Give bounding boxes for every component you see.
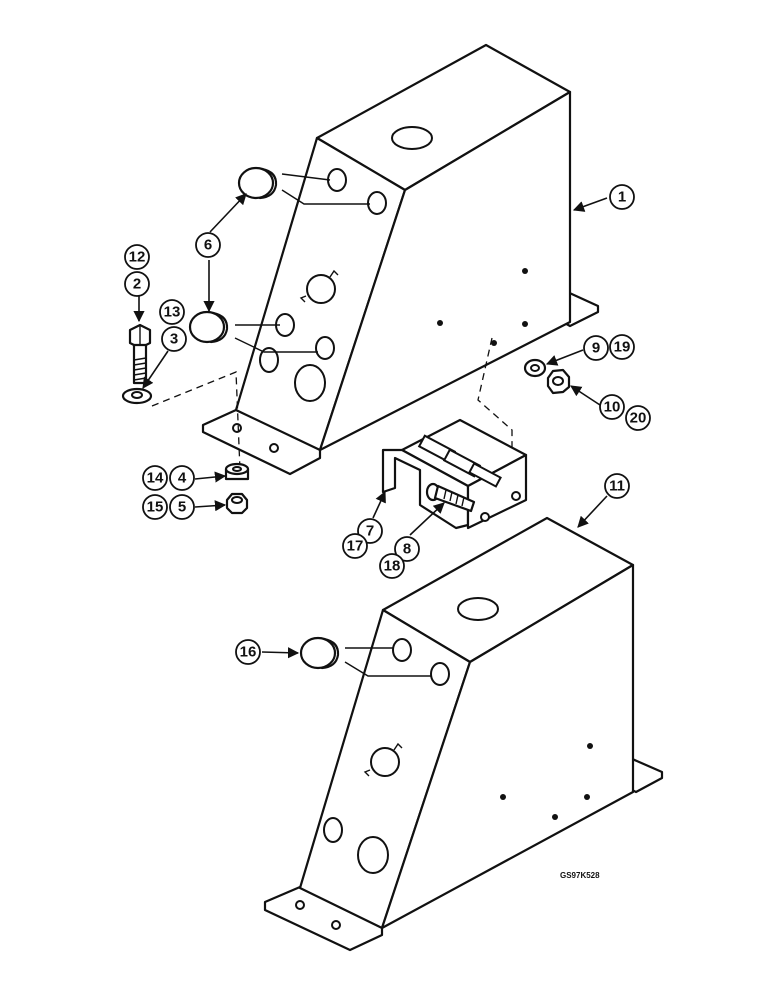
callout-17: 17	[342, 533, 368, 559]
callout-8: 8	[394, 536, 420, 562]
lower-housing-hole	[430, 662, 450, 686]
callout-14: 14	[142, 465, 168, 491]
upper-housing-mount-hole	[491, 340, 497, 346]
upper-housing-foot-hole	[269, 443, 279, 453]
leader-11	[577, 495, 608, 528]
svg-text:2: 2	[133, 276, 141, 293]
svg-text:13: 13	[164, 304, 181, 321]
upper-housing-hole	[259, 347, 279, 373]
washer	[121, 387, 153, 405]
callout-1: 1	[609, 184, 635, 210]
upper-housing-mount-hole	[522, 268, 528, 274]
lower-housing-foot-hole	[331, 920, 341, 930]
svg-text:1: 1	[618, 189, 626, 206]
upper-housing-side-face	[318, 90, 572, 452]
spacer	[224, 462, 250, 481]
callout-6: 6	[195, 232, 221, 258]
lower-housing	[263, 516, 664, 952]
callout-19: 19	[609, 334, 635, 360]
leader-6a	[209, 193, 247, 233]
leader-16	[261, 647, 300, 659]
leader-7	[372, 490, 386, 519]
bolt	[128, 323, 152, 385]
callout-16: 16	[235, 639, 261, 665]
svg-text:19: 19	[614, 339, 631, 356]
callout-10: 10	[599, 394, 625, 420]
svg-text:10: 10	[604, 399, 621, 416]
nut	[225, 492, 249, 515]
lower-housing-right-foot	[628, 756, 664, 794]
plug-upper	[237, 166, 278, 200]
leader-10	[570, 385, 601, 406]
lower-housing-large-hole	[357, 836, 389, 874]
upper-housing-large-hole	[294, 364, 326, 402]
leader-9	[545, 349, 584, 366]
lower-housing-mount-hole	[587, 743, 593, 749]
upper-housing-keyed-hole	[299, 269, 339, 304]
upper-housing	[201, 43, 600, 476]
callout-2: 2	[124, 271, 150, 297]
upper-housing-top-opening	[391, 126, 433, 150]
svg-text:5: 5	[178, 499, 186, 516]
svg-text:20: 20	[630, 410, 647, 427]
svg-text:18: 18	[384, 558, 401, 575]
svg-text:14: 14	[147, 470, 164, 487]
leader-8	[409, 502, 445, 536]
callout-9: 9	[583, 335, 609, 361]
lower-housing-mount-hole	[552, 814, 558, 820]
svg-text:17: 17	[347, 538, 364, 555]
callout-3: 3	[161, 326, 187, 352]
callout-13: 13	[159, 299, 185, 325]
callout-11: 11	[604, 473, 630, 499]
svg-text:3: 3	[170, 331, 178, 348]
callout-20: 20	[625, 405, 651, 431]
lower-housing-side-face	[380, 563, 635, 930]
leader-5	[194, 500, 227, 512]
leader-4	[194, 471, 227, 483]
lower-housing-mount-hole	[584, 794, 590, 800]
upper-housing-foot-hole	[232, 423, 242, 433]
leader-1	[572, 197, 608, 212]
lower-housing-keyed-hole	[363, 742, 403, 777]
leader-3	[142, 350, 169, 389]
svg-text:4: 4	[178, 470, 187, 487]
callout-4: 4	[169, 465, 195, 491]
plug-lower-housing	[299, 636, 340, 670]
upper-housing-hole	[315, 336, 335, 360]
upper-housing-mount-hole	[437, 320, 443, 326]
lower-housing-hole	[392, 638, 412, 662]
svg-text:9: 9	[592, 340, 600, 357]
svg-text:12: 12	[129, 249, 146, 266]
svg-text:16: 16	[240, 644, 257, 661]
lower-housing-top-opening	[457, 597, 499, 621]
callout-18: 18	[379, 553, 405, 579]
bracket-hole	[480, 512, 490, 522]
lower-housing-mount-hole	[500, 794, 506, 800]
svg-text:11: 11	[609, 478, 625, 495]
right-nut	[546, 368, 571, 395]
callout-15: 15	[142, 494, 168, 520]
bracket-hole	[511, 491, 521, 501]
bracket-screw	[425, 482, 476, 513]
callout-5: 5	[169, 494, 195, 520]
svg-text:6: 6	[204, 237, 212, 254]
drawing-code: GS97K528	[560, 871, 600, 880]
mounting-bracket	[381, 418, 528, 530]
lower-housing-foot-hole	[295, 900, 305, 910]
svg-text:15: 15	[147, 499, 164, 516]
svg-text:7: 7	[366, 523, 374, 540]
right-washer	[523, 358, 547, 378]
upper-housing-mount-hole	[522, 321, 528, 327]
upper-housing-hole	[327, 168, 347, 192]
callout-12: 12	[124, 244, 150, 270]
plug-lower	[188, 310, 229, 344]
lower-housing-hole	[323, 817, 343, 843]
svg-text:8: 8	[403, 541, 411, 558]
upper-housing-hole	[367, 191, 387, 215]
